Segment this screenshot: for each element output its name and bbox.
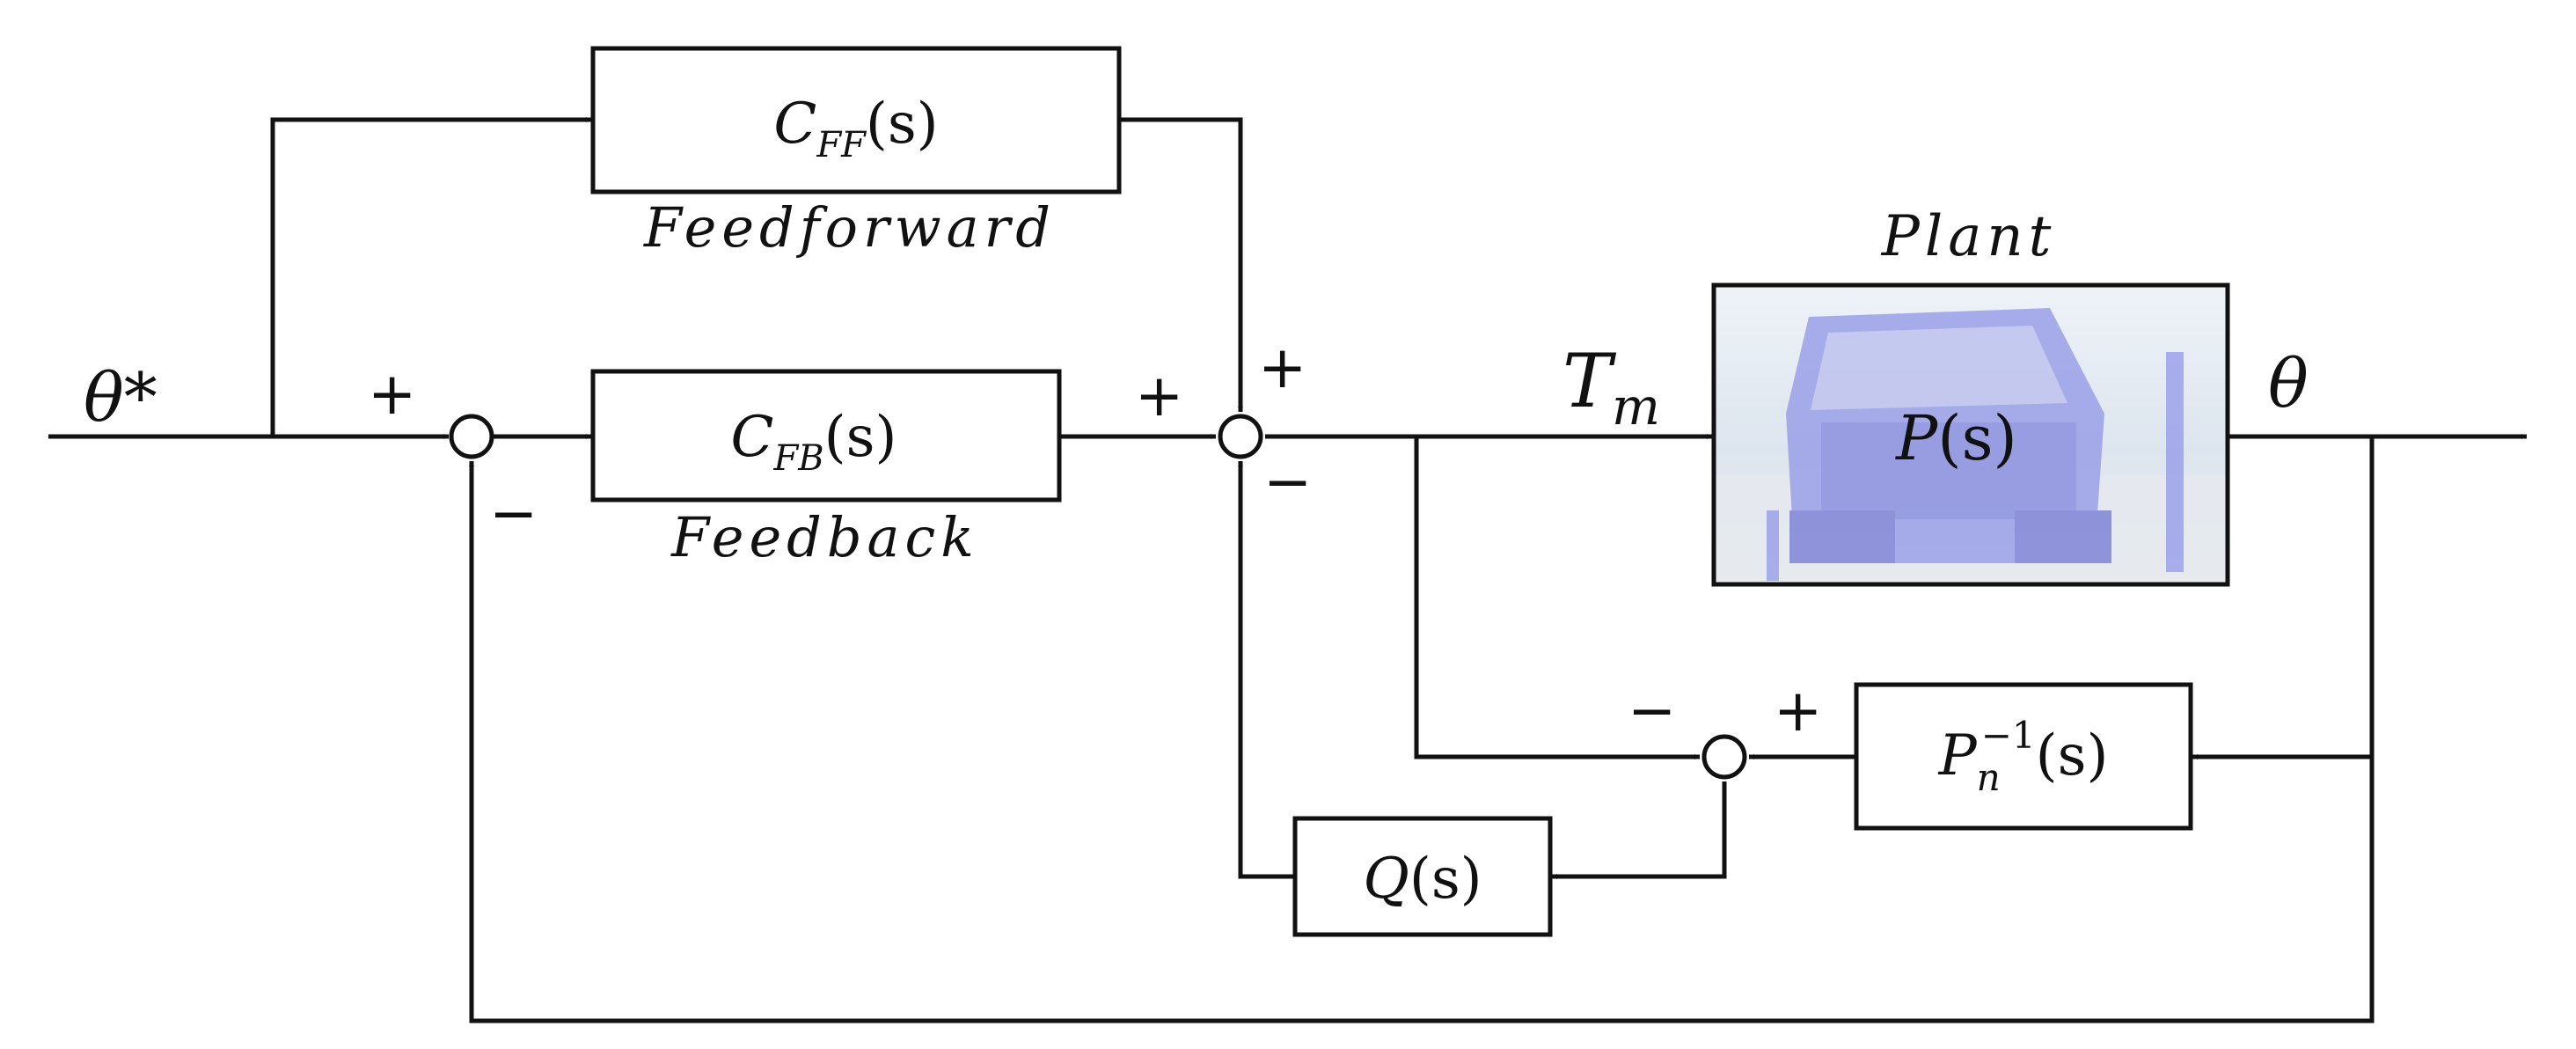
sum1-minus-sign: − <box>489 480 538 547</box>
torque-signal-label: Tm <box>1562 338 1660 436</box>
output-signal-label: θ <box>2268 344 2309 422</box>
feedback-caption: Feedback <box>670 505 979 569</box>
inverse-model-label: Pn−1(s) <box>1938 714 2109 799</box>
feedback-block-label: CFB(s) <box>731 405 897 479</box>
feedforward-output-wire <box>1119 117 1243 412</box>
reference-signal-label: θ* <box>84 358 157 436</box>
q-filter-block <box>1292 816 1553 937</box>
plant-block-label: P(s) <box>1894 402 2017 474</box>
torque-branch-wire <box>1414 436 1700 759</box>
plant-caption: Plant <box>1881 204 2057 269</box>
sum-junction-3 <box>1701 734 1747 780</box>
q-filter-label: Q(s) <box>1363 847 1482 912</box>
sum3-plus-sign: + <box>1774 677 1822 745</box>
feedback-controller-block <box>590 369 1062 502</box>
disturbance-estimate-wire <box>1552 781 1727 879</box>
feedforward-branch-wire <box>270 117 591 436</box>
sum2-plus-sign-top: + <box>1258 334 1306 401</box>
sum2-minus-sign: − <box>1263 448 1312 516</box>
plant-vehicle-image <box>1714 308 2228 584</box>
sum2-plus-sign-left: + <box>1135 362 1183 429</box>
inverse-model-block <box>1854 682 2193 831</box>
feedforward-block <box>590 46 1122 194</box>
feedforward-caption: Feedforward <box>643 195 1056 260</box>
sum-junction-1 <box>449 414 494 459</box>
plant-block <box>1711 282 2230 587</box>
feedforward-block-label: CFF(s) <box>773 92 938 165</box>
output-feedback-wire <box>469 436 2375 1023</box>
q-filter-output-wire <box>1238 461 1293 879</box>
sum1-plus-sign: + <box>368 360 416 428</box>
sum3-minus-sign: − <box>1628 677 1676 745</box>
sum-junction-2 <box>1218 414 1263 459</box>
